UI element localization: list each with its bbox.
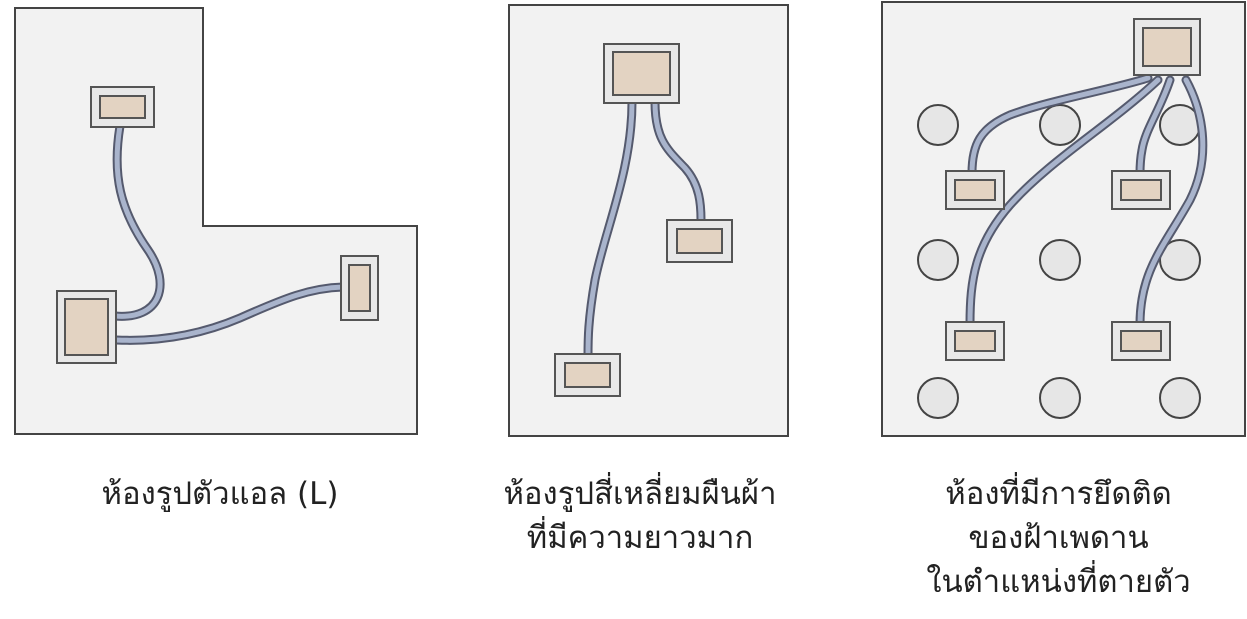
air-handler-unit (603, 43, 680, 104)
ceiling-fixture-group (917, 104, 1201, 419)
caption-line: ในตำแหน่งที่ตายตัว (926, 564, 1191, 600)
panel-l-shape (14, 7, 418, 435)
duct-core (652, 99, 704, 223)
diffuser (1111, 321, 1171, 361)
ceiling-fixture (1039, 239, 1081, 281)
duct-core (113, 284, 346, 343)
duct-group (110, 121, 348, 345)
diffuser (945, 321, 1005, 361)
duct-group (965, 73, 1208, 329)
caption-line: ห้องรูปสี่เหลี่ยมผืนผ้า (503, 476, 777, 512)
duct-core (1137, 77, 1173, 177)
duct-group (583, 97, 706, 361)
duct-core (969, 75, 1151, 176)
caption-line: ห้องที่มีการยึดติด (945, 476, 1172, 512)
ceiling-fixture (1039, 104, 1081, 146)
caption-fixed-ceiling-room: ห้องที่มีการยึดติด ของฝ้าเพดาน ในตำแหน่ง… (870, 472, 1247, 604)
duct-core (967, 77, 1161, 327)
diffuser (666, 219, 733, 263)
air-handler-unit (1133, 18, 1201, 76)
diffuser (945, 170, 1005, 210)
panel-fixed-ceiling (881, 1, 1246, 437)
ceiling-fixture (1039, 377, 1081, 419)
caption-line: ที่มีความยาวมาก (526, 520, 754, 556)
diffuser (90, 86, 155, 128)
duct-core (112, 123, 163, 319)
diffuser (340, 255, 379, 321)
diffuser (1111, 170, 1171, 210)
caption-line: ห้องรูปตัวแอล (L) (101, 476, 339, 512)
air-handler-unit (56, 290, 117, 364)
ceiling-fixture (917, 104, 959, 146)
duct-core (585, 99, 635, 359)
caption-long-rect-room: ห้องรูปสี่เหลี่ยมผืนผ้า ที่มีความยาวมาก (450, 472, 830, 560)
ceiling-fixture (917, 239, 959, 281)
duct-core (1137, 77, 1206, 327)
ceiling-fixture (917, 377, 959, 419)
caption-line: ของฝ้าเพดาน (968, 520, 1149, 556)
panel-long-rect (508, 4, 789, 437)
ceiling-fixture (1159, 377, 1201, 419)
caption-l-shape-room: ห้องรูปตัวแอล (L) (20, 472, 420, 516)
diffuser (554, 353, 621, 397)
room-l-shape-outline (14, 7, 418, 435)
